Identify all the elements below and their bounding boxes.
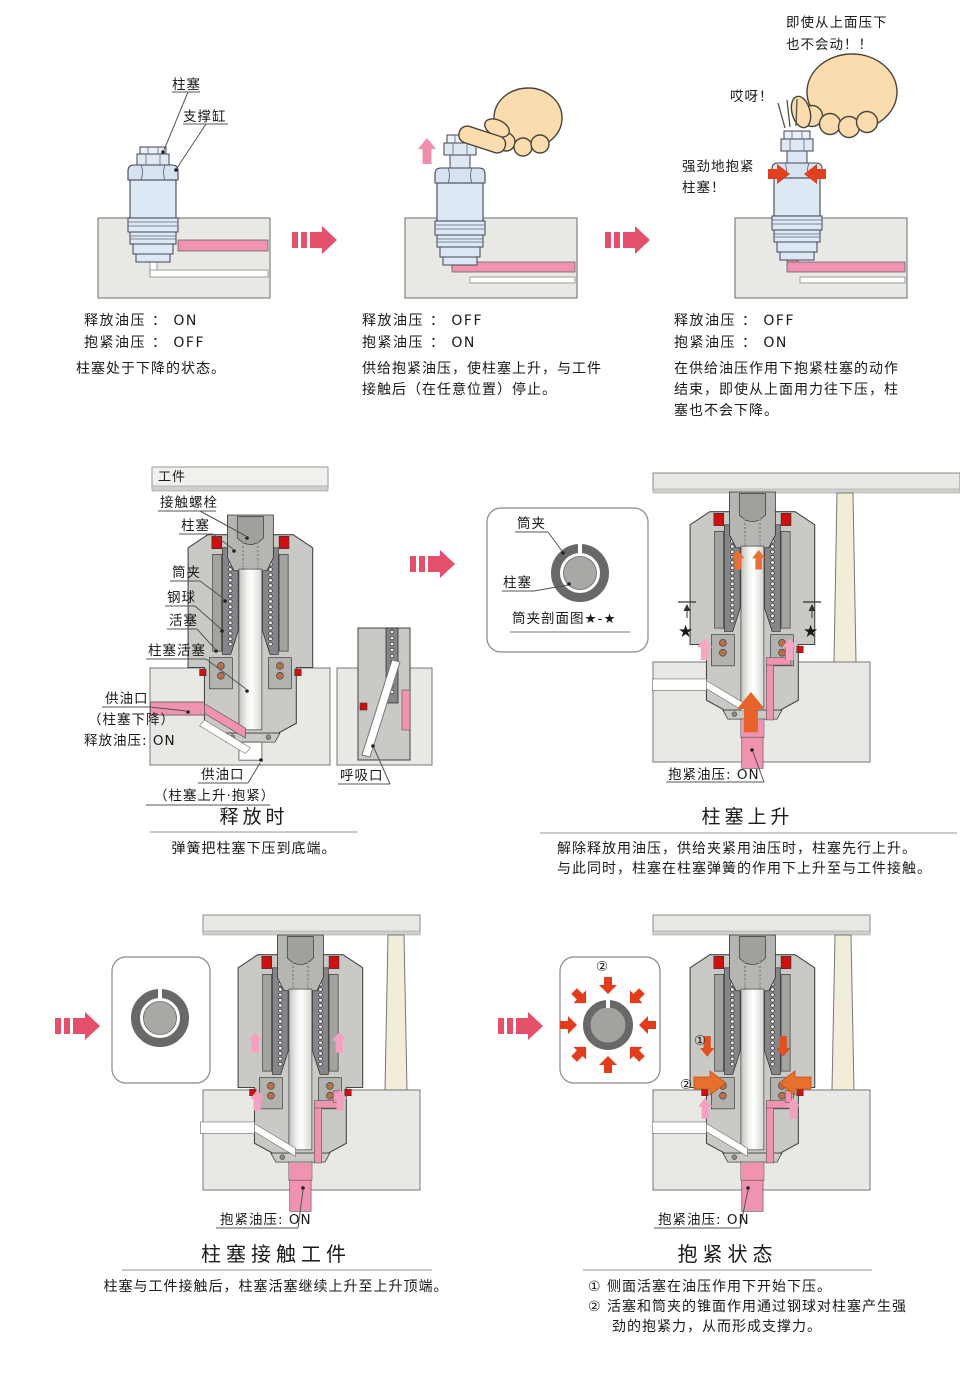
leader-lines — [102, 510, 391, 806]
workpiece-support — [831, 934, 855, 1091]
panel-caption: 柱塞处于下降的状态。 — [76, 361, 226, 377]
breather-label: 呼吸口 — [340, 768, 384, 784]
panel-caption: 在供给油压作用下抱紧柱塞的动作 — [674, 361, 899, 377]
collet-ring-icon — [587, 999, 630, 1047]
section-caption: 劲的抱紧力，从而形成支撑力。 — [612, 1319, 822, 1335]
ouch-text: 哎呀！ — [730, 89, 774, 105]
flow-arrow-icon — [55, 1012, 100, 1040]
clamp-arrow-left-icon — [693, 1070, 727, 1096]
inlet-port-status: 释放油压: ON — [84, 733, 176, 749]
section-caption: ① 侧面活塞在油压作用下开始下压。 — [588, 1279, 833, 1295]
clamp-arrow-left-icon — [768, 164, 790, 184]
star-mark: ★ — [678, 622, 694, 642]
contact-bolt-label: 接触螺栓 — [160, 495, 218, 511]
clamp-detail-box — [559, 956, 661, 1084]
status-clamp-pressure: 抱紧油压 ： OFF — [84, 335, 206, 351]
leader-lines — [163, 91, 228, 169]
cylinder-label: 支撑缸 — [183, 109, 227, 125]
collet-label: 筒夹 — [517, 516, 546, 532]
contact-section-diagram — [199, 914, 421, 1229]
grip-text: 柱塞！ — [682, 180, 726, 196]
rise-section-diagram — [651, 472, 960, 783]
gripping-fist — [790, 53, 898, 139]
section-title: 释放时 — [219, 806, 289, 828]
clamp-port-status: 抱紧油压: ON — [668, 767, 760, 783]
plunger-label: 柱塞 — [172, 77, 201, 93]
section-title: 抱紧状态 — [677, 1242, 778, 1266]
leader-dots — [186, 536, 375, 762]
plunger-label: 柱塞 — [181, 518, 210, 534]
section-caption: 与此同时，柱塞在柱塞弹簧的作用下上升至与工件接触。 — [557, 861, 932, 877]
panel-caption: 结束，即使从上面用力往下压，柱 — [674, 382, 899, 398]
clamp-port-status: 抱紧油压: ON — [658, 1212, 750, 1228]
panel-caption: 塞也不会下降。 — [674, 403, 779, 419]
panel-rise-exterior — [404, 87, 578, 299]
clamp-section-diagram — [651, 914, 871, 1229]
effort-lines — [777, 98, 798, 129]
panel-caption: 接触后（在任意位置）停止。 — [362, 382, 557, 398]
step1-marker: ① — [694, 1033, 707, 1049]
section-title: 柱塞上升 — [701, 806, 794, 828]
up-arrow-icon — [418, 138, 436, 164]
status-clamp-pressure: 抱紧油压 ： ON — [674, 335, 788, 351]
panel-clamped-exterior — [734, 53, 908, 299]
collet-detail-box — [486, 507, 649, 653]
inlet-port-label: 供油口 — [105, 691, 149, 707]
flow-arrow-icon — [410, 550, 455, 578]
status-release-pressure: 释放油压 ： OFF — [674, 313, 796, 329]
star-mark: ★ — [803, 622, 819, 642]
plunger-label: 柱塞 — [503, 575, 532, 591]
section-caption: 柱塞与工件接触后，柱塞活塞继续上升至上升顶端。 — [103, 1279, 449, 1295]
pointing-hand — [458, 87, 563, 157]
workpiece-support — [833, 492, 857, 663]
clamp-port-status: 抱紧油压: ON — [220, 1212, 312, 1228]
grip-text: 强劲地抱紧 — [682, 159, 755, 175]
detail-caption: 筒夹剖面图★-★ — [512, 611, 617, 627]
panel-release-exterior — [97, 91, 271, 299]
section-title: 柱塞接触工件 — [201, 1242, 351, 1266]
title-underlines — [122, 831, 957, 1271]
release-section-diagram — [102, 466, 433, 806]
clamp-arrow-right-icon — [778, 1070, 812, 1096]
bottom-port-label: 供油口 — [201, 767, 245, 783]
flow-arrow-icon — [498, 1012, 543, 1040]
steel-ball-label: 钢球 — [167, 590, 196, 606]
section-caption: 解除释放用油压，供给夹紧用油压时，柱塞先行上升。 — [557, 841, 917, 857]
collet-label: 筒夹 — [172, 565, 201, 581]
workpiece-support — [384, 934, 408, 1091]
plunger-cap — [136, 146, 170, 166]
note-text: 也不会动！！ — [786, 37, 873, 53]
flow-arrow-icon — [605, 226, 650, 254]
step2-marker: ② — [596, 959, 609, 975]
bottom-port-label: （柱塞上升·抱紧） — [154, 788, 276, 804]
clamp-arrow-right-icon — [804, 164, 826, 184]
section-caption: ② 活塞和筒夹的锥面作用通过钢球对柱塞产生强 — [588, 1299, 907, 1315]
plunger-piston-label: 柱塞活塞 — [148, 643, 206, 659]
status-clamp-pressure: 抱紧油压 ： ON — [362, 335, 476, 351]
breather-fragment — [357, 627, 411, 761]
section-caption: 弹簧把柱塞下压到底端。 — [171, 841, 337, 857]
plunger-cap — [780, 130, 814, 164]
status-release-pressure: 释放油压 ： OFF — [362, 313, 484, 329]
panel-caption: 供给抱紧油压，使柱塞上升，与工件 — [362, 361, 602, 377]
flow-arrow-icon — [292, 226, 337, 254]
workpiece-label: 工件 — [158, 470, 187, 485]
status-release-pressure: 释放油压 ： ON — [84, 313, 198, 329]
inlet-port-label: （柱塞下降） — [88, 712, 175, 728]
step2-marker: ② — [680, 1077, 693, 1093]
piston-label: 活塞 — [169, 613, 198, 629]
contact-detail-box — [111, 956, 211, 1084]
note-text: 即使从上面压下 — [786, 15, 888, 31]
